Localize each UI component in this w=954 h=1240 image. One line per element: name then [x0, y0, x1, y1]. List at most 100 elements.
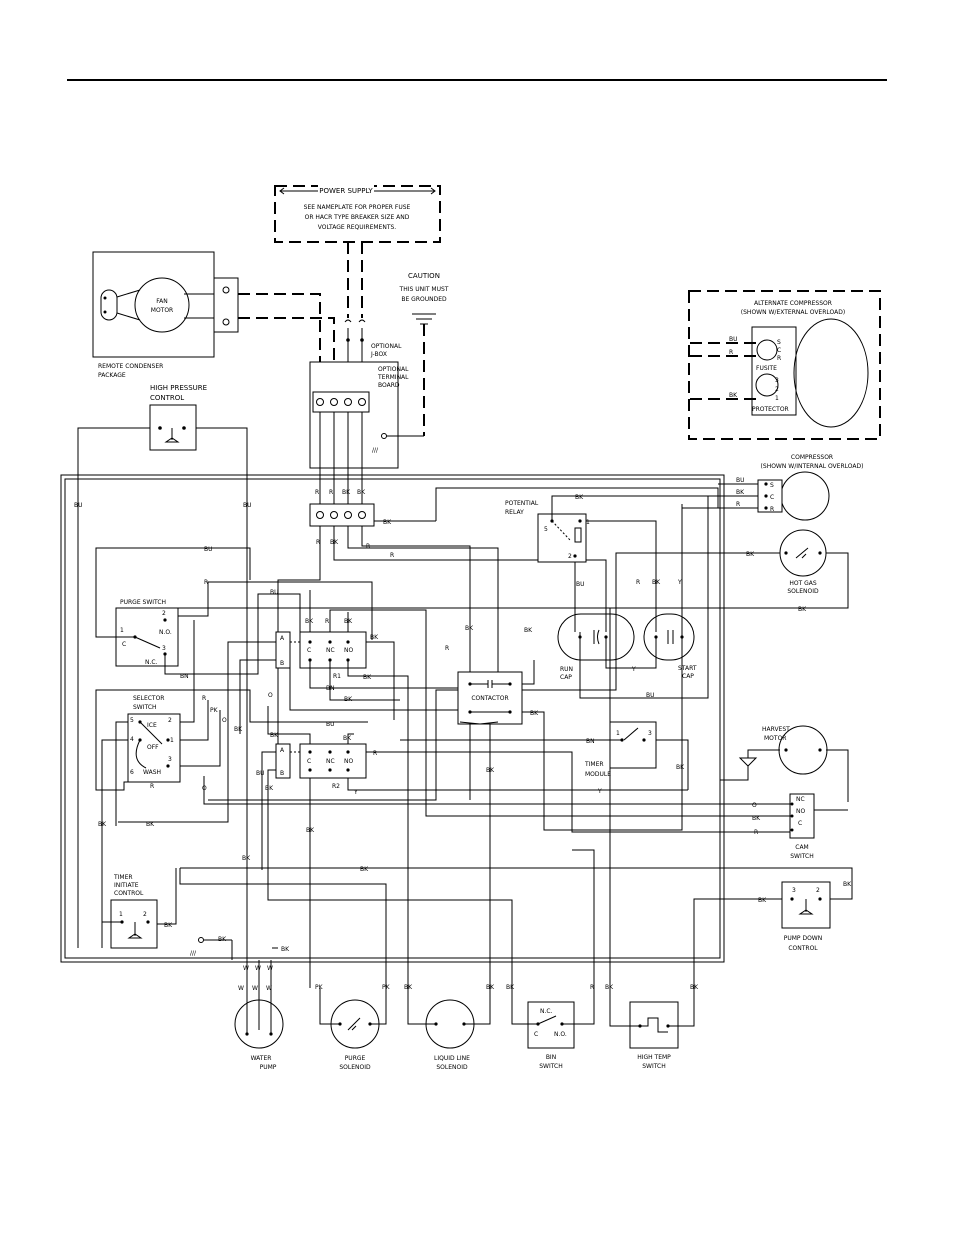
alternate-compressor-box: ALTERNATE COMPRESSOR (SHOWN W/EXTERNAL O… [688, 290, 881, 440]
pump-down-label-1: PUMP DOWN [784, 935, 822, 942]
caution-note: CAUTION THIS UNIT MUST BE GROUNDED /// [372, 272, 449, 454]
power-supply-note-3: VOLTAGE REQUIREMENTS. [318, 224, 397, 231]
timer-init-label-2: INITIATE [114, 882, 139, 889]
liquid-wire-bk: BK [404, 984, 413, 991]
comp-wire-r: R [736, 501, 740, 508]
alt-protector-label: PROTECTOR [752, 406, 789, 413]
timer-init-term-2: 2 [143, 911, 147, 918]
sel-wire-pk: PK [210, 707, 219, 714]
cam-wire-o: O [752, 802, 757, 809]
alt-term-s: S [777, 339, 781, 346]
potential-relay-label-1: POTENTIAL [505, 500, 539, 507]
wire-label-bk-strip2: BK [330, 539, 339, 546]
high-pressure-label-2: CONTROL [150, 394, 184, 402]
r1-wire-r: R [325, 618, 329, 625]
timer-term-3: 3 [648, 730, 652, 737]
purge-nc: N.C. [145, 659, 158, 666]
timer-term-1: 1 [616, 730, 620, 737]
alt-compressor-title-1: ALTERNATE COMPRESSOR [754, 300, 832, 307]
r2-wire-y: Y [353, 789, 358, 796]
pump-down-label-2: CONTROL [788, 945, 818, 952]
water-pump-label-2: PUMP [260, 1064, 277, 1071]
sel-n1: 1 [170, 737, 174, 744]
sel-wire-bk: BK [98, 821, 107, 828]
r1-c: C [307, 647, 311, 654]
liquid-line-label-1: LIQUID LINE [434, 1055, 470, 1062]
alt-wire-r: R [729, 349, 733, 356]
wp-wire-w4: W [238, 985, 244, 992]
wp-wire-w1: W [243, 965, 249, 972]
purge-sol-wire-pk2: PK [382, 984, 391, 991]
purge-no: N.O. [159, 629, 172, 636]
liquid-wire-bk2: BK [486, 984, 495, 991]
jbox-label-2: J-BOX [370, 351, 387, 358]
wire-label-bk-strip: BK [383, 519, 392, 526]
wire-label-r-2: R [329, 489, 333, 496]
cap-wire-r: R [636, 579, 640, 586]
purge-wire-bu: BU [204, 546, 213, 553]
wp-wire-w5: W [252, 985, 258, 992]
bin-switch: N.C. C N.O. BIN SWITCH [527, 1001, 575, 1070]
harvest-label-2: MOTOR [764, 735, 786, 742]
sel-wash: WASH [143, 769, 161, 776]
relay-term-5: 5 [544, 526, 548, 533]
ground-mark: /// [372, 447, 379, 454]
timer-wire-y: Y [597, 788, 602, 795]
compressor-label-1: COMPRESSOR [791, 454, 833, 461]
purge-switch-title: PURGE SWITCH [120, 599, 166, 606]
harvest-label-1: HARVEST [762, 726, 790, 733]
r2-wire-bk4: BK [306, 827, 315, 834]
r1-b: B [280, 660, 284, 667]
relay-wire-bk: BK [575, 494, 584, 501]
wp-wire-w2: W [255, 965, 261, 972]
terminal-board-label-3: BOARD [378, 382, 400, 389]
caution-line-1: THIS UNIT MUST [399, 286, 449, 293]
wire-label-bk-2: BK [357, 489, 366, 496]
fan-motor-circle [134, 277, 190, 333]
r1-a: A [280, 635, 285, 642]
potential-relay: POTENTIAL RELAY 5 1 2 [505, 500, 590, 563]
fan-motor-label-2: MOTOR [151, 307, 173, 314]
remote-condenser-package: FAN MOTOR REMOTE CONDENSER PACKAGE [92, 251, 239, 379]
cam-switch: NC NO C CAM SWITCH [789, 793, 815, 860]
wp-wire-w6: W [266, 985, 272, 992]
r1-label: R1 [333, 673, 341, 680]
sel-n6: 6 [130, 769, 134, 776]
power-supply-box: POWER SUPPLY SEE NAMEPLATE FOR PROPER FU… [274, 185, 441, 243]
r1-wire-o: O [268, 692, 273, 699]
power-supply-note-1: SEE NAMEPLATE FOR PROPER FUSE [304, 204, 411, 211]
run-cap: RUN CAP [557, 613, 635, 681]
alt-term-3: 3 [775, 377, 779, 384]
timer-initiate-control: TIMER INITIATE CONTROL 1 2 [110, 874, 158, 949]
high-pressure-label-1: HIGH PRESSURE [150, 384, 207, 392]
compressor-term-c: C [770, 494, 774, 501]
relay-term-1: 1 [586, 519, 590, 526]
relay-term-2: 2 [568, 553, 572, 560]
bin-c: C [534, 1031, 538, 1038]
liquid-line-label-2: SOLENOID [436, 1064, 468, 1071]
cam-wire-bk: BK [752, 815, 761, 822]
hot-gas-solenoid: HOT GAS SOLENOID [779, 529, 827, 595]
alt-wire-bu: BU [729, 336, 738, 343]
high-pressure-control: HIGH PRESSURE CONTROL [149, 384, 207, 451]
alt-term-r: R [777, 355, 781, 362]
bin-no: N.O. [554, 1031, 567, 1038]
r1-wire-bk5: BK [363, 674, 372, 681]
bin-switch-label-2: SWITCH [539, 1063, 563, 1070]
potential-relay-label-2: RELAY [505, 509, 524, 516]
sel-off: OFF [147, 744, 159, 751]
alt-term-2: 2 [775, 386, 779, 393]
sel-wire-o: O [222, 717, 227, 724]
wire-label-bu-runcap: BU [646, 692, 655, 699]
comp-wire-bu: BU [736, 477, 745, 484]
contactor-wire-r: R [445, 645, 449, 652]
timer-wire-bn: BN [586, 738, 595, 745]
wire-label-r-strip: R [316, 539, 320, 546]
purge-term-1: 1 [120, 627, 124, 634]
timerinit-wire-bk: BK [164, 922, 173, 929]
sel-wire-bu3: BU [326, 721, 335, 728]
cap-wire-bk: BK [652, 579, 661, 586]
run-cap-label-1: RUN [560, 666, 573, 673]
hotgas-wire-bk: BK [746, 551, 755, 558]
